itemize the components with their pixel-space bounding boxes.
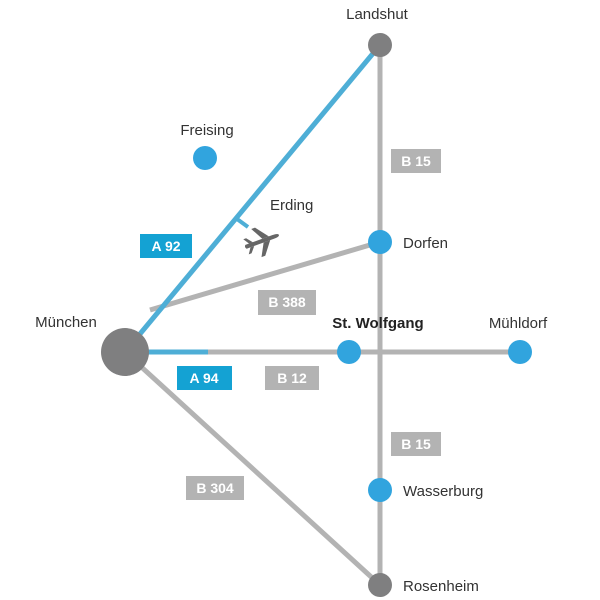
city-label-dorfen: Dorfen [403,235,448,252]
city-label-freising: Freising [180,122,233,139]
city-dot-landshut [368,33,392,57]
city-label-wasserburg: Wasserburg [403,483,483,500]
road-b388 [149,239,381,313]
svg-text:B 12: B 12 [277,370,307,386]
city-dot-muehldorf [508,340,532,364]
city-dot-rosenheim [368,573,392,597]
city-dot-st-wolfgang [337,340,361,364]
road-label-b15-south: B 15 [391,432,441,456]
city-label-erding: Erding [270,197,313,214]
airplane-icon [243,227,279,258]
road-b304 [123,350,382,587]
svg-text:B 304: B 304 [196,480,234,496]
city-label-muehldorf: Mühldorf [489,315,548,332]
city-dot-wasserburg [368,478,392,502]
svg-text:B 388: B 388 [268,294,306,310]
road-label-b15-north: B 15 [391,149,441,173]
svg-text:A 92: A 92 [151,238,180,254]
road-label-b388: B 388 [258,290,316,315]
city-dot-freising [193,146,217,170]
city-dot-muenchen [101,328,149,376]
road-label-b12: B 12 [265,366,319,390]
svg-text:B 15: B 15 [401,436,431,452]
city-label-muenchen: München [35,314,97,331]
city-label-rosenheim: Rosenheim [403,578,479,595]
road-label-a94: A 94 [177,366,232,390]
city-dot-dorfen [368,230,392,254]
svg-text:A 94: A 94 [189,370,218,386]
road-label-b304: B 304 [186,476,244,500]
road-label-a92: A 92 [140,234,192,258]
airport-spur [235,217,250,229]
city-label-landshut: Landshut [346,6,409,23]
city-label-st-wolfgang: St. Wolfgang [332,315,423,332]
road-a92 [123,43,382,354]
svg-text:B 15: B 15 [401,153,431,169]
